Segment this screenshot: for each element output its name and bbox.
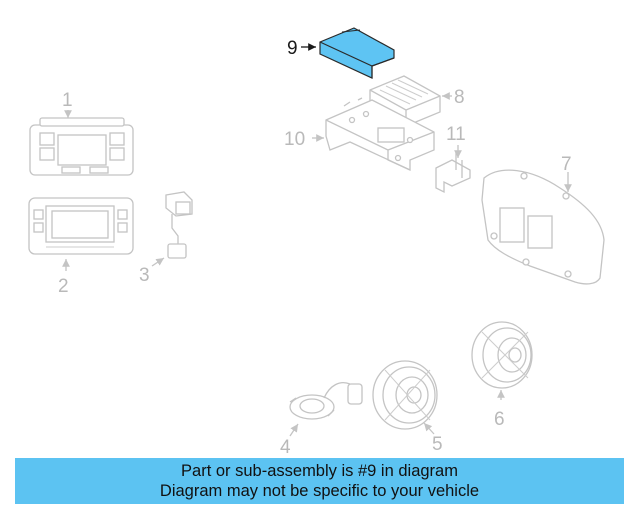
callout-4: 4 — [280, 437, 291, 456]
callout-6: 6 — [494, 409, 505, 430]
part-10-bracket[interactable] — [325, 97, 435, 172]
callout-2: 2 — [58, 276, 69, 297]
part-5-speaker[interactable] — [372, 360, 438, 430]
callout-1: 1 — [62, 90, 73, 111]
notice-line-2: Diagram may not be specific to your vehi… — [159, 482, 480, 500]
diagram-notice-banner: Part or sub-assembly is #9 in diagram Di… — [15, 458, 624, 504]
callout-3: 3 — [139, 265, 150, 286]
part-7-panel[interactable] — [481, 169, 605, 285]
notice-line-1: Part or sub-assembly is #9 in diagram — [181, 462, 458, 480]
part-4-tweeter[interactable] — [289, 382, 363, 420]
callout-8: 8 — [454, 87, 465, 108]
part-11-small-bracket[interactable] — [435, 152, 471, 194]
callout-5: 5 — [432, 434, 443, 455]
callout-9: 9 — [287, 38, 298, 59]
callout-7: 7 — [561, 154, 572, 175]
part-6-speaker[interactable] — [471, 321, 533, 389]
callout-11: 11 — [446, 124, 466, 145]
part-2-navigation-unit[interactable] — [28, 197, 134, 255]
part-3-connector[interactable] — [165, 191, 193, 259]
parts-diagram: 1 2 3 4 5 — [28, 27, 605, 456]
part-1-radio-unit[interactable] — [29, 117, 134, 176]
callout-10: 10 — [284, 129, 305, 150]
part-9-cover[interactable] — [319, 27, 395, 79]
